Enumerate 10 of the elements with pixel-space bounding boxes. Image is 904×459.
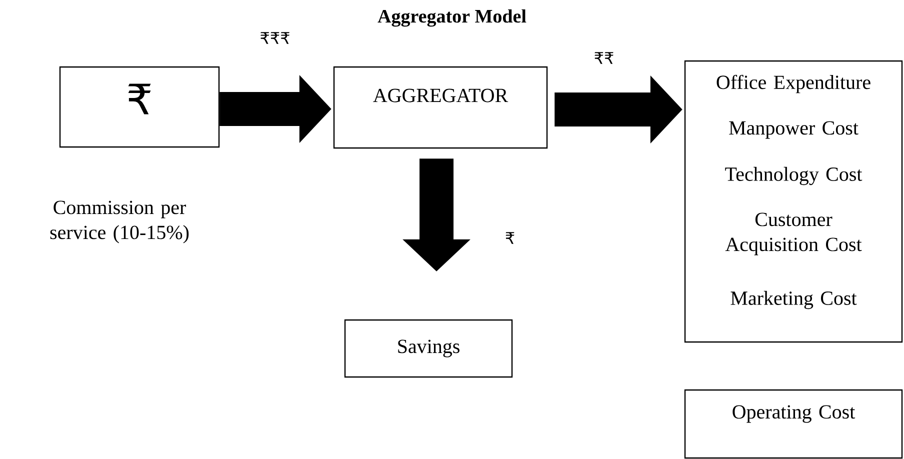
process-box: Savings: [344, 319, 513, 378]
list-box: Operating Cost: [684, 389, 903, 459]
process-box: AGGREGATOR: [333, 66, 548, 149]
edge-label: ₹: [506, 232, 514, 244]
side-label: Commission per service (10-15%): [50, 200, 189, 244]
list-box: Office Expenditure Manpower Cost Technology Cost Customer Acquisition Cost Marketing Cost: [684, 60, 903, 343]
edge-label: ₹₹: [594, 52, 614, 64]
edge-label: ₹₹₹: [260, 32, 290, 44]
process-box: ₹: [59, 66, 220, 148]
title: Aggregator Model: [378, 9, 526, 27]
